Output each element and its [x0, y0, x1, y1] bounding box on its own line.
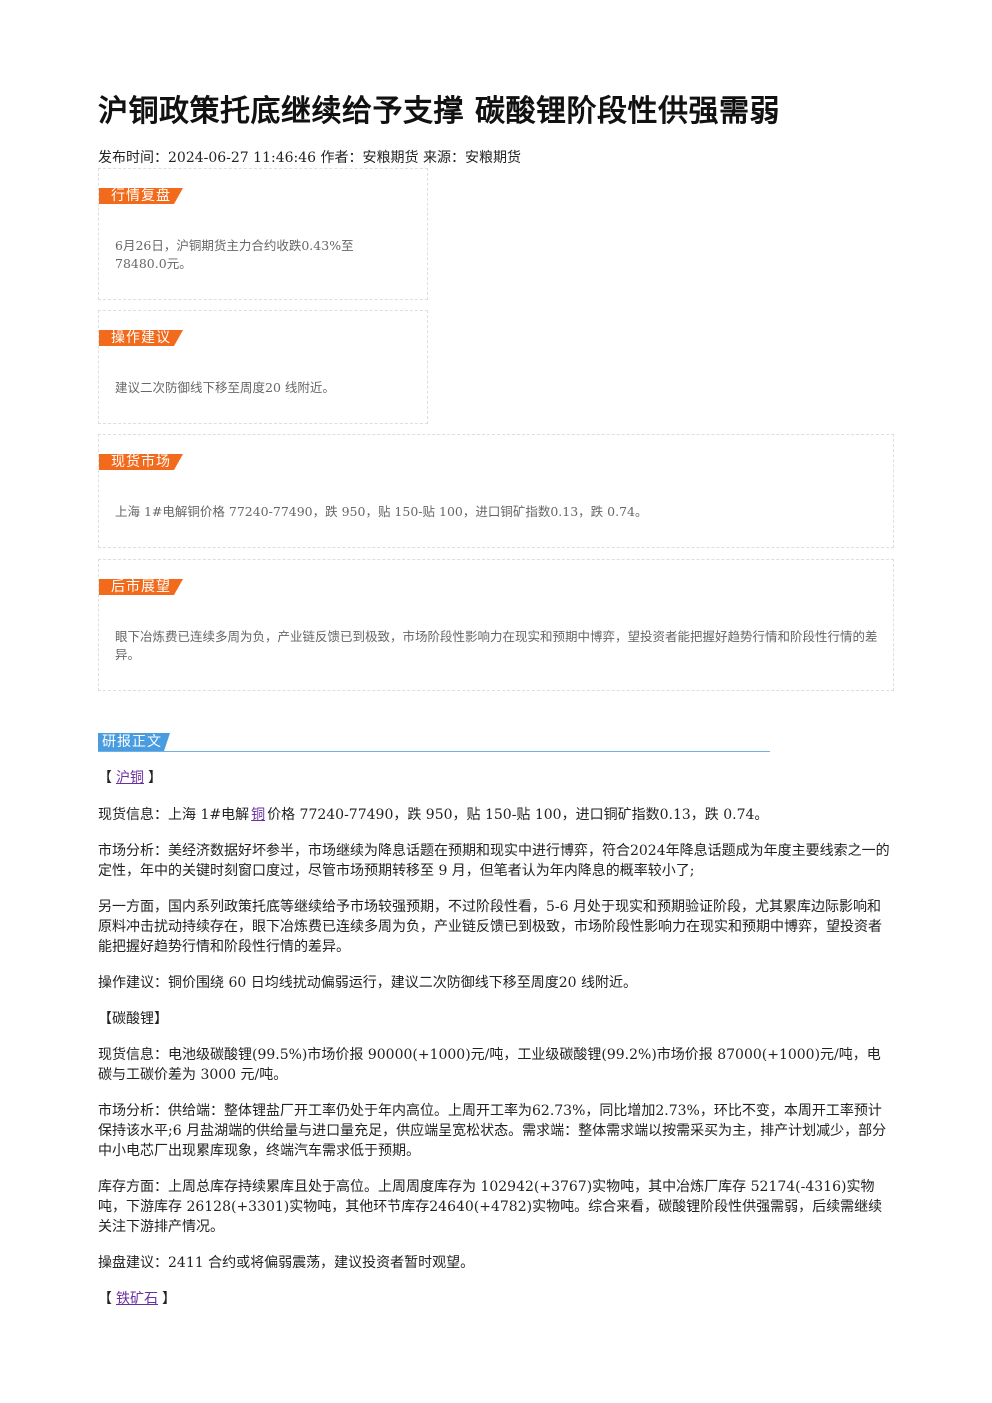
source-label: 来源： — [418, 150, 465, 166]
summary-tag-label: 操作建议 — [99, 330, 183, 346]
copper-spot-link[interactable]: 铜 — [251, 807, 266, 823]
lithium-heading: 【碳酸锂】 — [98, 1011, 168, 1027]
copper-spot-suffix: 价格 77240-77490，跌 950，贴 150-贴 100，进口铜矿指数0… — [267, 807, 769, 823]
iron-ore-heading: 【铁矿石】 — [98, 1289, 176, 1309]
summary-tag-spot-market: 现货市场 — [99, 451, 183, 471]
lithium-inventory: 库存方面：上周总库存持续累库且处于高位。上周周度库存为 102942(+3767… — [98, 1179, 883, 1235]
summary-tag-operation-advice: 操作建议 — [99, 327, 183, 347]
copper-link[interactable]: 沪铜 — [116, 770, 144, 786]
publish-time-label: 发布时间： — [98, 150, 168, 166]
section-header-report-body: 研报正文 — [98, 733, 770, 752]
summary-tag-label: 行情复盘 — [99, 188, 183, 204]
lithium-spot-info: 现货信息：电池级碳酸锂(99.5%)市场价报 90000(+1000)元/吨，工… — [98, 1047, 881, 1083]
iron-ore-link[interactable]: 铁矿石 — [116, 1291, 158, 1307]
bracket-open: 【 — [98, 1291, 112, 1307]
copper-spot-prefix: 现货信息：上海 1#电解 — [98, 807, 250, 823]
summary-text-spot-market: 上海 1#电解铜价格 77240-77490，跌 950，贴 150-贴 100… — [115, 504, 648, 519]
bracket-open: 【 — [98, 770, 112, 786]
summary-tag-label: 现货市场 — [99, 454, 183, 470]
summary-tag-market-review: 行情复盘 — [99, 185, 183, 205]
publish-time: 2024-06-27 11:46:46 — [168, 150, 317, 166]
source: 安粮期货 — [464, 150, 521, 166]
summary-box-outlook: 后市展望 眼下冶炼费已连续多周为负，产业链反馈已到极致，市场阶段性影响力在现实和… — [98, 559, 894, 691]
summary-text-market-review: 6月26日，沪铜期货主力合约收跌0.43%至78480.0元。 — [115, 238, 354, 271]
author: 安粮期货 — [362, 150, 419, 166]
summary-tag-outlook: 后市展望 — [99, 576, 183, 596]
summary-box-spot-market: 现货市场 上海 1#电解铜价格 77240-77490，跌 950，贴 150-… — [98, 434, 894, 548]
bracket-close: 】 — [162, 1291, 176, 1307]
author-label: 作者： — [316, 150, 363, 166]
lithium-analysis: 市场分析：供给端：整体锂盐厂开工率仍处于年内高位。上周开工率为62.73%，同比… — [98, 1103, 887, 1159]
bracket-close: 】 — [148, 770, 162, 786]
copper-analysis-2: 另一方面，国内系列政策托底等继续给予市场较强预期，不过阶段性看，5-6 月处于现… — [98, 899, 882, 955]
summary-box-market-review: 行情复盘 6月26日，沪铜期货主力合约收跌0.43%至78480.0元。 — [98, 168, 428, 300]
copper-spot-info: 现货信息：上海 1#电解铜价格 77240-77490，跌 950，贴 150-… — [98, 805, 894, 825]
article-title: 沪铜政策托底继续给予支撑 碳酸锂阶段性供强需弱 — [98, 94, 780, 129]
summary-text-operation-advice: 建议二次防御线下移至周度20 线附近。 — [115, 380, 335, 395]
copper-heading: 【沪铜】 — [98, 768, 162, 788]
summary-tag-label: 后市展望 — [99, 579, 183, 595]
summary-text-outlook: 眼下冶炼费已连续多周为负，产业链反馈已到极致，市场阶段性影响力在现实和预期中博弈… — [115, 629, 878, 662]
lithium-advice: 操盘建议：2411 合约或将偏弱震荡，建议投资者暂时观望。 — [98, 1255, 475, 1271]
summary-box-operation-advice: 操作建议 建议二次防御线下移至周度20 线附近。 — [98, 310, 428, 424]
copper-analysis-1: 市场分析：美经济数据好坏参半，市场继续为降息话题在预期和现实中进行博弈，符合20… — [98, 843, 890, 879]
copper-advice: 操作建议：铜价围绕 60 日均线扰动偏弱运行，建议二次防御线下移至周度20 线附… — [98, 975, 637, 991]
section-header-label: 研报正文 — [98, 733, 170, 751]
article-meta: 发布时间：2024-06-27 11:46:46 作者：安粮期货 来源：安粮期货 — [98, 147, 521, 167]
